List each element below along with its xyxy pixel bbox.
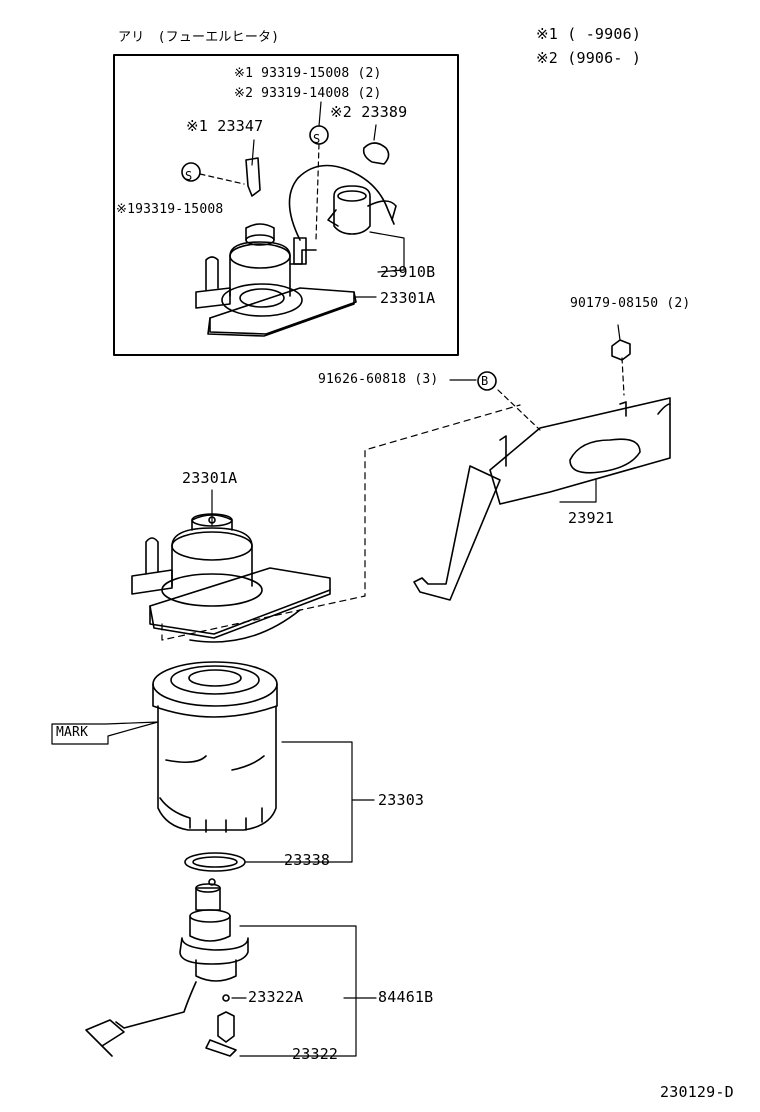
s-marker-text-left: S bbox=[185, 169, 193, 183]
label-sensor-oring: 23322A bbox=[248, 988, 304, 1006]
inset-housing-23301a bbox=[195, 223, 357, 337]
s-marker-text-center: S bbox=[313, 132, 321, 146]
b-marker bbox=[477, 371, 497, 391]
label-mark: MARK bbox=[56, 725, 89, 740]
label-sensor-assy: 84461B bbox=[378, 988, 434, 1006]
variant-title: アリ (フューエルヒータ) bbox=[118, 30, 280, 45]
heater-wire bbox=[288, 164, 395, 241]
label-inset-23301a: 23301A bbox=[380, 289, 436, 307]
b-marker-text: B bbox=[481, 374, 489, 388]
label-filter: 23303 bbox=[378, 791, 425, 809]
label-bracket: 23921 bbox=[568, 509, 615, 527]
legend-2: ※2 (9906- ) bbox=[536, 49, 642, 67]
heater-23910b bbox=[333, 185, 371, 235]
assembly-dashed-outline bbox=[161, 404, 521, 641]
label-screw-2: ※2 93319-14008 (2) bbox=[234, 86, 382, 101]
label-screw-left: ※193319-15008 bbox=[116, 202, 224, 217]
clamp-23389 bbox=[362, 142, 390, 165]
inset-frame bbox=[113, 54, 459, 356]
s-marker-inset-left bbox=[181, 162, 201, 182]
label-23347: ※1 23347 bbox=[186, 117, 264, 135]
legend-1: ※1 ( -9906) bbox=[536, 25, 642, 43]
clip-23347 bbox=[245, 157, 261, 197]
label-screw-1: ※1 93319-15008 (2) bbox=[234, 66, 382, 81]
label-housing: 23301A bbox=[182, 469, 238, 487]
sensor-23322 bbox=[205, 1011, 237, 1057]
label-bolt: 91626-60818 (3) bbox=[318, 372, 439, 387]
filter-23303 bbox=[152, 661, 278, 833]
drawing-code: 230129-D bbox=[660, 1083, 734, 1101]
sensor-oring-23322a bbox=[222, 994, 230, 1002]
bracket-23921 bbox=[413, 397, 671, 601]
label-sensor: 23322 bbox=[292, 1045, 339, 1063]
mark-callout bbox=[51, 721, 159, 745]
label-23910b: 23910B bbox=[380, 263, 436, 281]
nut-90179 bbox=[611, 339, 631, 361]
label-nut: 90179-08150 (2) bbox=[570, 296, 691, 311]
label-oring: 23338 bbox=[284, 851, 331, 869]
label-23389: ※2 23389 bbox=[330, 103, 408, 121]
oring-23338 bbox=[184, 852, 246, 872]
sensor-assy-84461b bbox=[85, 878, 249, 1057]
housing-23301a bbox=[131, 513, 331, 643]
